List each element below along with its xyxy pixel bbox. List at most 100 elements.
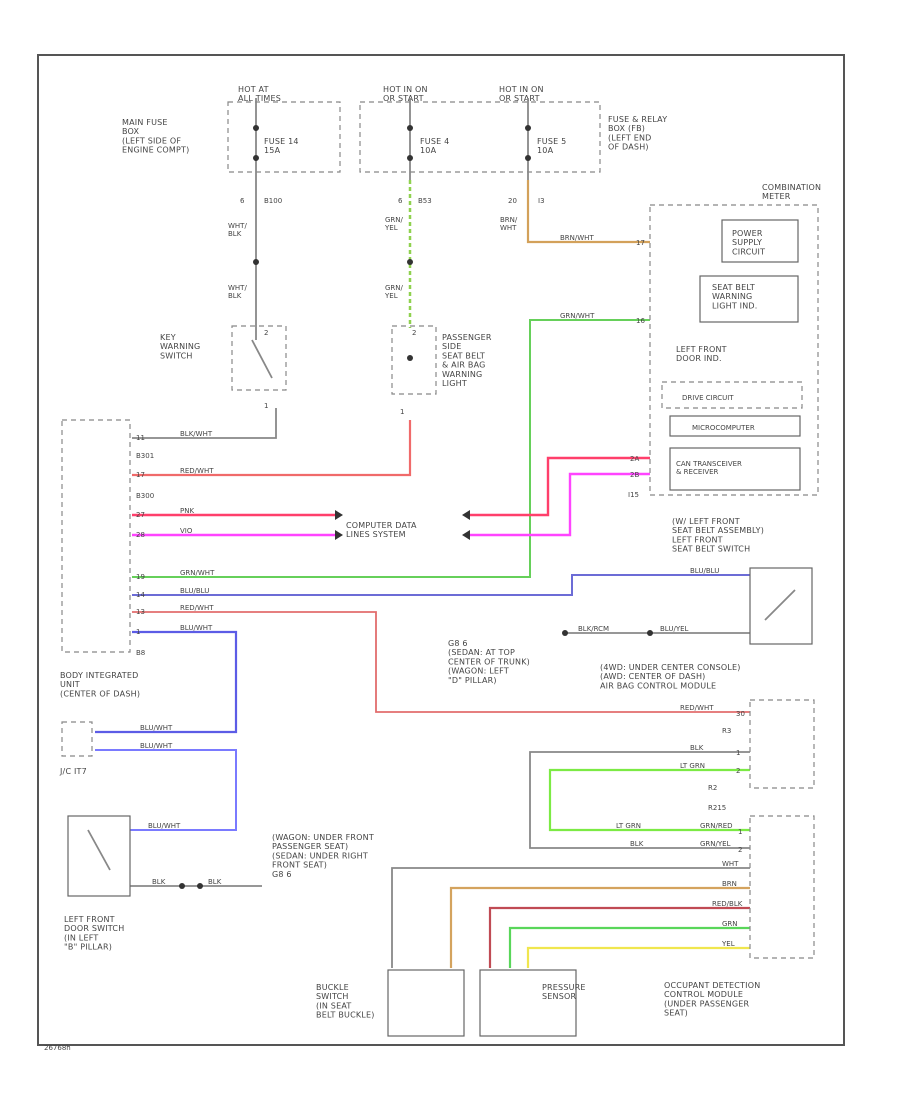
text-line: WHT/ (228, 222, 247, 230)
meter-pin-b: 16 (636, 317, 645, 325)
pin-1: 6 (240, 197, 245, 205)
lbl-blu-blk: BLU/BLU (690, 567, 719, 575)
can-pin-b: 2B (630, 471, 639, 479)
lbl-wht: WHT (722, 860, 739, 868)
text-line: BODY INTEGRATED (60, 671, 138, 680)
text-line: OR START (499, 94, 540, 103)
passenger-light-bulb (407, 355, 413, 361)
text-line: SWITCH (316, 992, 349, 1001)
lbl-grn-yel-occ: GRN/YEL (700, 840, 731, 848)
wire-wht-blk-splice (253, 259, 259, 265)
seat-belt-switch-contact (764, 589, 796, 621)
text-line: DOOR SWITCH (64, 924, 124, 933)
text-line: (AWD: CENTER OF DASH) (600, 672, 705, 681)
ground-seatbelt-b (647, 630, 653, 636)
wire-grn-wht (132, 319, 650, 578)
text-line: 15A (264, 146, 281, 155)
text-line: 10A (537, 146, 554, 155)
can-pin-a: 2A (630, 455, 639, 463)
lbl-grn-red: GRN/RED (700, 822, 733, 830)
pressure-sensor-box (479, 969, 577, 1037)
key-warning-contact (251, 339, 273, 379)
wire-vio-right (470, 472, 650, 537)
lbl-yel: YEL (721, 940, 735, 948)
arrow-pnk-right (462, 510, 470, 520)
text-line: UNIT (60, 680, 80, 689)
rcm-pin-c: 2 (736, 767, 740, 775)
text-line: WARNING (160, 342, 200, 351)
lbl-pnk: PNK (180, 507, 194, 515)
text-line: OCCUPANT DETECTION (664, 981, 760, 990)
text-line: (UNDER PASSENGER (664, 999, 750, 1008)
text-line: "D" PILLAR) (448, 676, 497, 685)
text-line: DOOR IND. (676, 354, 722, 363)
combination-meter-box (649, 204, 819, 496)
text-line: SWITCH (160, 351, 193, 360)
text-line: YEL (384, 292, 398, 300)
lbl-red-wht: RED/WHT (180, 467, 214, 475)
lbl-blu-wht-jc2: BLU/WHT (140, 742, 173, 750)
wire-blk-rcm (529, 751, 750, 849)
text-line: (SEDAN: UNDER RIGHT (272, 851, 368, 860)
text-line: PASSENGER SEAT) (272, 842, 348, 851)
text-line: COMBINATION (762, 183, 821, 192)
text-line: FUSE 4 (420, 137, 449, 146)
can-transceiver-box (669, 447, 801, 491)
lbl-blk-door: BLK (152, 878, 166, 886)
text-line: BOX (FB) (608, 124, 645, 133)
rcm-pin-b: 1 (736, 749, 740, 757)
text-line: LINES SYSTEM (346, 530, 406, 539)
text-line: SEAT BELT SWITCH (672, 545, 750, 554)
lbl-wht-blk-2: WHT/BLK (228, 284, 247, 300)
conn-b8: B8 (136, 649, 145, 657)
lbl-blu-wht-jc: BLU/WHT (140, 724, 173, 732)
text-line: SEAT BELT (712, 283, 755, 292)
lbl-grn-yel-1: GRN/YEL (384, 216, 404, 232)
conn-r2: R2 (708, 784, 717, 792)
bu-pin-3: 27 (136, 511, 145, 519)
text-line: FUSE 14 (264, 137, 299, 146)
lbl-blu-blu: BLU/BLU (180, 587, 209, 595)
conn-b300: B300 (136, 492, 154, 500)
wire-red-wht-rcm (132, 611, 750, 713)
text-line: MAIN FUSE (122, 118, 168, 127)
text-line: BLK (228, 292, 242, 300)
fuse-14-dot-b (253, 155, 259, 161)
rcm-pin-a: 30 (736, 710, 745, 718)
text-line: LEFT FRONT (672, 535, 723, 544)
jc-label: J/C IT7 (59, 767, 87, 776)
wire-blu-wht-jc (95, 749, 237, 831)
text-line: & AIR BAG (442, 361, 486, 370)
text-line: "B" PILLAR) (64, 943, 112, 952)
text-line: HOT AT (238, 85, 269, 94)
text-line: HOT IN ON (383, 85, 428, 94)
lbl-blk-door2: BLK (208, 878, 222, 886)
lbl-blu-wht-door: BLU/WHT (148, 822, 181, 830)
text-line: WHT (500, 224, 517, 232)
text-line: GRN/ (385, 216, 404, 224)
text-line: FUSE & RELAY (608, 115, 667, 124)
key-warning-switch-box (231, 325, 287, 391)
text-line: METER (762, 192, 791, 201)
bu-pin-1: 11 (136, 434, 145, 442)
passenger-light-box (391, 325, 437, 395)
conn-i15: I15 (628, 491, 639, 499)
occupant-module-box (749, 815, 815, 959)
drive-circuit-box (661, 381, 803, 409)
seat-belt-light-box (699, 275, 799, 323)
text-line: POWER (732, 229, 763, 238)
arrow-vio-left (335, 530, 343, 540)
